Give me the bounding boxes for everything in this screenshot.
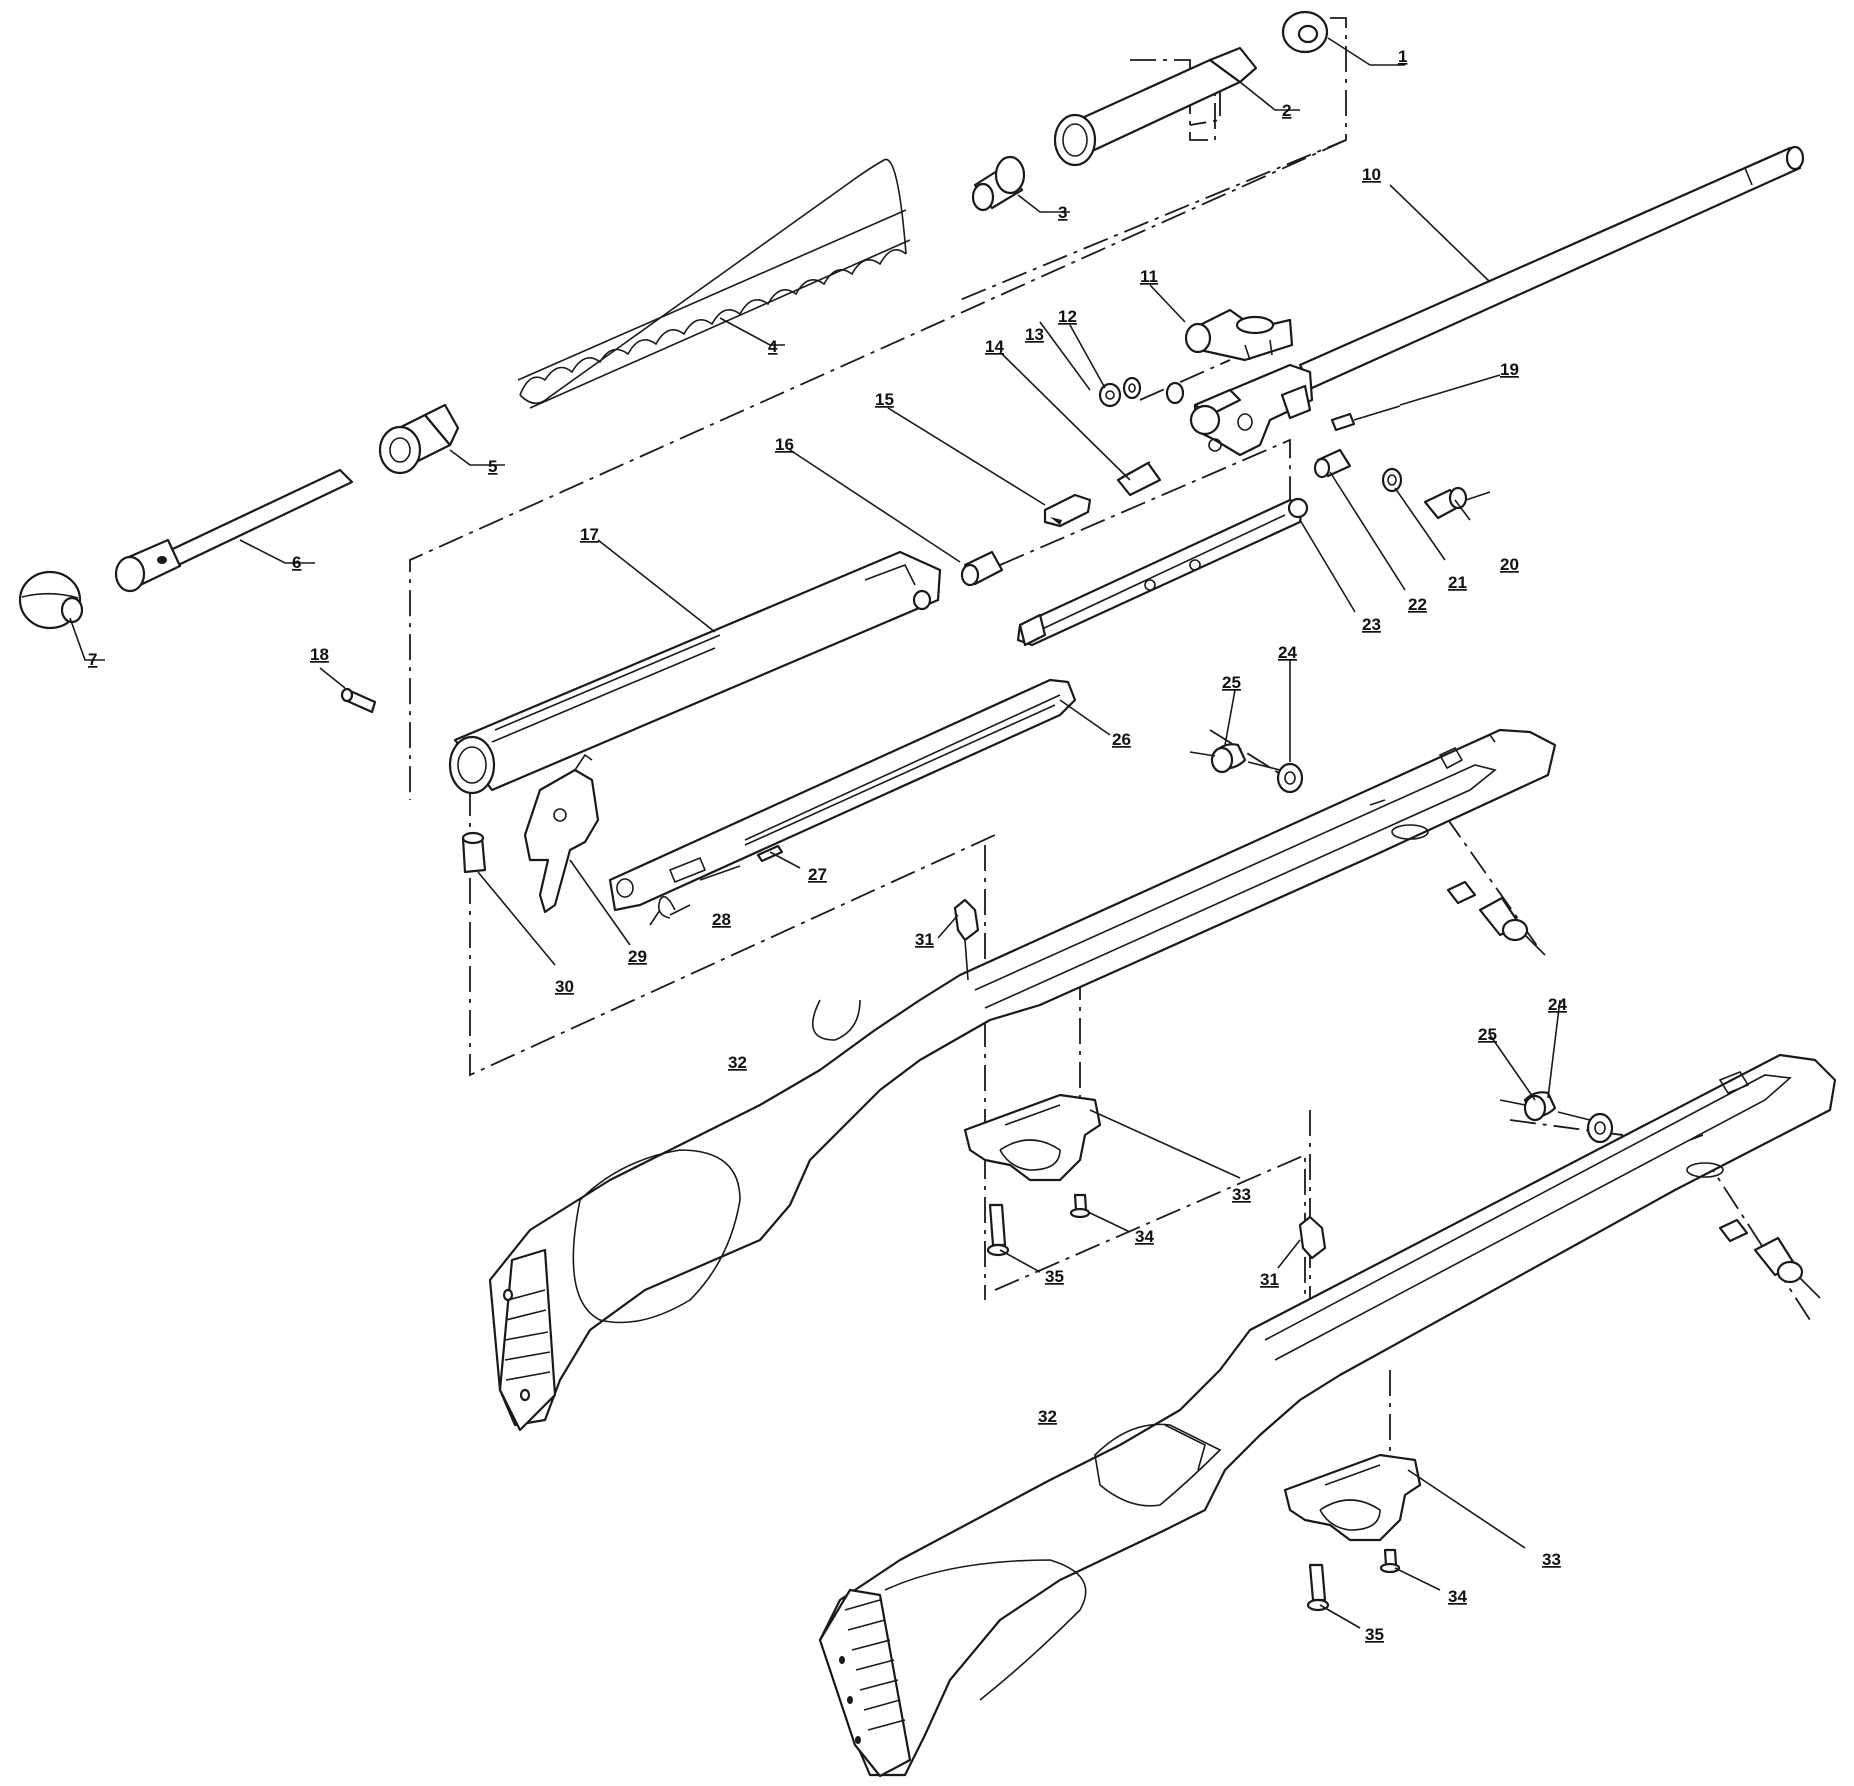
callout-35: 35 <box>1045 1267 1064 1286</box>
part-27-pin <box>756 844 784 863</box>
callout-31: 31 <box>915 930 934 949</box>
part-26-trigger-housing <box>608 678 1077 912</box>
callout-20: 20 <box>1500 555 1519 574</box>
callout-18: 18 <box>310 645 329 664</box>
callout-21: 21 <box>1448 573 1467 592</box>
front-screws-lower-right <box>1718 1218 1821 1299</box>
callout-12: 12 <box>1058 307 1077 326</box>
part-11-rear-sight <box>1184 308 1294 362</box>
part-16-pin <box>960 550 1004 587</box>
callout-13: 13 <box>1025 325 1044 344</box>
part-31-safety-lower <box>1298 1215 1327 1260</box>
callout-5: 5 <box>488 457 497 476</box>
callout-30: 30 <box>555 977 574 996</box>
stock-upper <box>488 728 1557 1432</box>
callout-4: 4 <box>768 337 778 356</box>
part-2-cylinder <box>1053 46 1258 167</box>
callout-28: 28 <box>712 910 731 929</box>
part-23-cocking-lever <box>1016 497 1309 647</box>
callout-1: 1 <box>1398 47 1407 66</box>
callout-3: 3 <box>1058 203 1067 222</box>
part-24-25-front-screw-lower <box>1499 1091 1614 1144</box>
callout-33-lower: 33 <box>1542 1550 1561 1569</box>
callout-11: 11 <box>1140 267 1158 286</box>
part-6-guide-rod <box>114 468 354 593</box>
part-14-spring <box>1116 461 1162 497</box>
callout-31-lower: 31 <box>1260 1270 1279 1289</box>
callout-32-lower: 32 <box>1038 1407 1057 1426</box>
part-19-pin <box>1330 405 1401 432</box>
callout-22: 22 <box>1408 595 1427 614</box>
part-7-end-cap <box>18 570 84 630</box>
part-3-piston-seal <box>971 155 1026 212</box>
callout-2: 2 <box>1282 101 1291 120</box>
callout-25: 25 <box>1222 673 1241 692</box>
callout-25-lower: 25 <box>1478 1025 1497 1044</box>
part-21-washer <box>1381 467 1403 493</box>
callout-23: 23 <box>1362 615 1381 634</box>
callout-29: 29 <box>628 947 647 966</box>
stock-lower <box>818 1053 1837 1778</box>
callout-33: 33 <box>1232 1185 1251 1204</box>
trigger-guard-lower <box>1283 1453 1422 1612</box>
part-30-adjuster <box>461 831 487 874</box>
callout-15: 15 <box>875 390 894 409</box>
callout-26: 26 <box>1112 730 1131 749</box>
callout-6: 6 <box>292 553 301 572</box>
callout-labels: 1 2 3 4 5 6 7 10 11 12 13 14 15 16 17 18… <box>88 47 1567 1644</box>
callout-24-lower: 24 <box>1548 995 1567 1014</box>
part-20-screw <box>1423 486 1491 520</box>
callout-32: 32 <box>728 1053 747 1072</box>
callout-16: 16 <box>775 435 794 454</box>
part-31-safety <box>953 898 980 981</box>
callout-17: 17 <box>580 525 599 544</box>
breech-block <box>1189 363 1314 457</box>
callout-14: 14 <box>985 337 1004 356</box>
part-1-washer <box>1281 10 1329 54</box>
part-22-bushing <box>1313 448 1352 479</box>
callout-19: 19 <box>1500 360 1519 379</box>
part-5-spring-guide <box>378 403 460 475</box>
part-17-compressor-tube <box>448 550 942 795</box>
callout-24: 24 <box>1278 643 1297 662</box>
front-screws-upper-right <box>1446 880 1546 956</box>
callout-34: 34 <box>1135 1227 1154 1246</box>
part-12-13-washers <box>1098 376 1185 408</box>
callout-27: 27 <box>808 865 827 884</box>
leader-lines <box>69 37 1561 1629</box>
part-18-pin <box>340 687 377 714</box>
callout-10: 10 <box>1362 165 1381 184</box>
part-24-25-front-screw-upper <box>1189 743 1304 794</box>
part-4-main-spring <box>517 158 911 409</box>
part-15-latch <box>1043 493 1092 528</box>
part-29-trigger <box>523 753 600 914</box>
part-28-spring <box>649 895 676 926</box>
callout-34-lower: 34 <box>1448 1587 1467 1606</box>
callout-35-lower: 35 <box>1365 1625 1384 1644</box>
callout-7: 7 <box>88 650 97 669</box>
